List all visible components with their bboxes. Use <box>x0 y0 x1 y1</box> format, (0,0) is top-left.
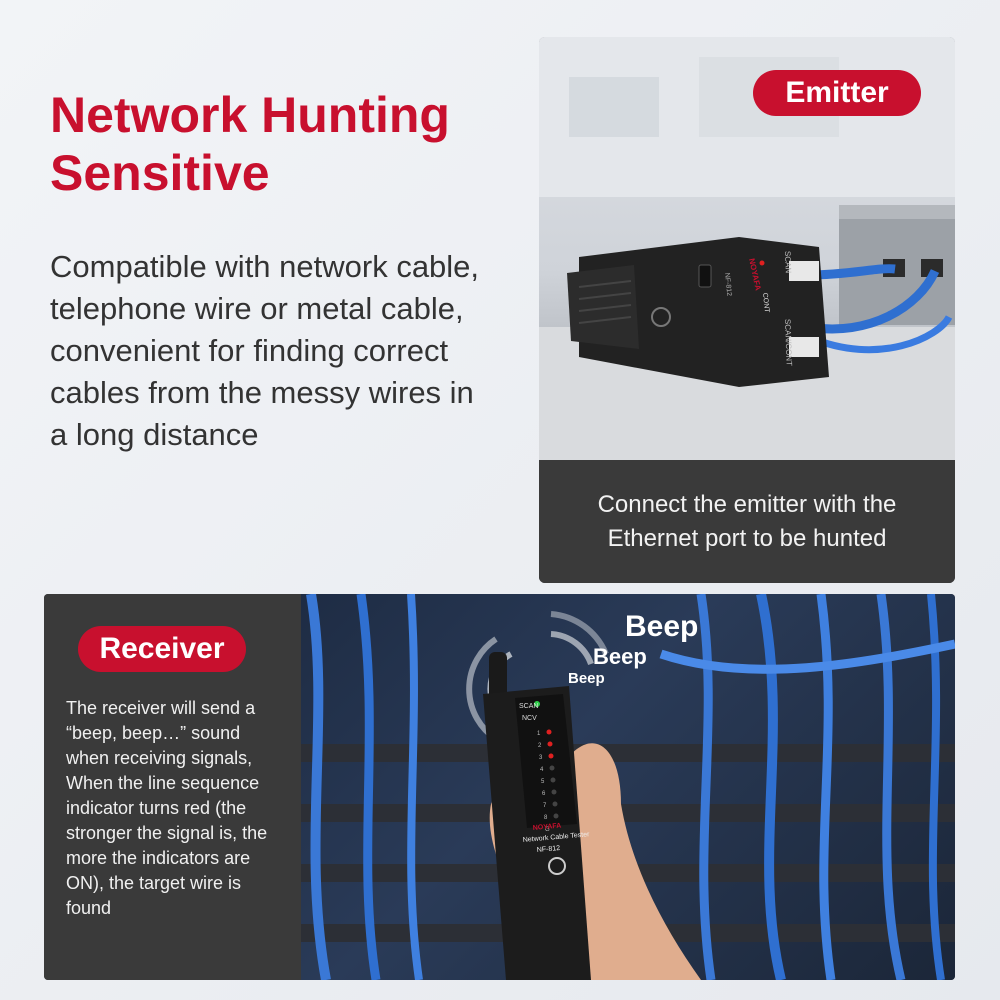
receiver-description: The receiver will send a “beep, beep…” s… <box>66 698 268 918</box>
rack-strip <box>301 804 955 822</box>
indicator-led-2 <box>547 741 553 747</box>
rack-strip <box>301 744 955 762</box>
receiver-brand: NOYAFA <box>533 823 562 832</box>
receiver-badge: Receiver <box>78 626 246 672</box>
blue-cable <box>876 594 906 980</box>
indicator-led-8 <box>553 813 559 819</box>
indicator-label-3: 3 <box>539 755 543 761</box>
receiver-photo: SCAN NCV 1 2 3 4 5 6 7 8 G NOYAFA Networ… <box>301 594 955 980</box>
beep-text-large: Beep <box>625 610 699 643</box>
blue-cable <box>696 594 716 980</box>
receiver-display <box>515 694 577 828</box>
headline-line-1: Network Hunting <box>50 87 450 143</box>
scan-cont-port <box>789 337 819 357</box>
scan-led <box>534 701 540 707</box>
blue-cable <box>756 594 786 980</box>
cont-button <box>698 264 712 288</box>
refresh-icon <box>651 307 671 327</box>
scan-port <box>789 261 819 281</box>
headline-line-2: Sensitive <box>50 145 270 201</box>
receiver-card: Receiver The receiver will send a “beep,… <box>44 594 955 980</box>
device-button-label: CONT <box>761 292 770 313</box>
indicator-label-8: 8 <box>544 815 548 821</box>
indicator-label-7: 7 <box>543 803 547 809</box>
blue-cable <box>306 594 331 980</box>
indicator-label-5: 5 <box>541 779 545 785</box>
blue-cable <box>407 594 423 980</box>
description: Compatible with network cable, telephone… <box>50 249 480 452</box>
blue-cable <box>808 269 940 334</box>
refresh-icon <box>548 857 566 875</box>
indicator-led-5 <box>550 777 556 783</box>
emitter-device <box>579 237 829 387</box>
indicator-label-g: G <box>545 827 550 833</box>
port-label-scan: SCAN <box>783 251 793 274</box>
indicator-led-7 <box>552 801 558 807</box>
device-model: NF-812 <box>723 272 732 296</box>
emitter-badge: Emitter <box>753 70 921 116</box>
indicator-led-4 <box>549 765 555 771</box>
blue-cable <box>356 594 381 980</box>
led-indicator <box>759 260 765 266</box>
emitter-card: NOYAFA CONT SCAN SCAN/CONT NF-812 Emitte… <box>539 37 955 583</box>
indicator-label-2: 2 <box>538 743 542 749</box>
beep-text-medium: Beep <box>593 644 647 669</box>
blue-cable <box>807 315 953 354</box>
port-label-scan-cont: SCAN/CONT <box>783 319 794 367</box>
sound-wave-icon <box>550 611 609 656</box>
receiver-label-scan: SCAN <box>519 703 538 710</box>
receiver-label-ncv: NCV <box>522 715 537 722</box>
beep-text-small: Beep <box>568 670 605 687</box>
indicator-led-6 <box>551 789 557 795</box>
blue-cable <box>659 639 955 674</box>
emitter-grip <box>567 265 639 349</box>
sound-wave-icon <box>466 636 498 742</box>
indicator-label-1: 1 <box>537 731 541 737</box>
receiver-illustration: SCAN NCV 1 2 3 4 5 6 7 8 G NOYAFA Networ… <box>301 594 955 980</box>
indicator-led-3 <box>548 753 554 759</box>
indicator-led-1 <box>546 729 552 735</box>
indicator-label-6: 6 <box>542 791 546 797</box>
emitter-caption: Connect the emitter with the Ethernet po… <box>539 460 955 583</box>
sound-wave-icon <box>550 631 594 666</box>
blue-cable <box>816 594 836 980</box>
receiver-panel: Receiver The receiver will send a “beep,… <box>44 594 301 980</box>
receiver-model: NF-812 <box>537 845 561 854</box>
headline: Network Hunting Sensitive <box>50 86 520 202</box>
window-blur <box>569 77 659 137</box>
indicator-label-4: 4 <box>540 767 544 773</box>
